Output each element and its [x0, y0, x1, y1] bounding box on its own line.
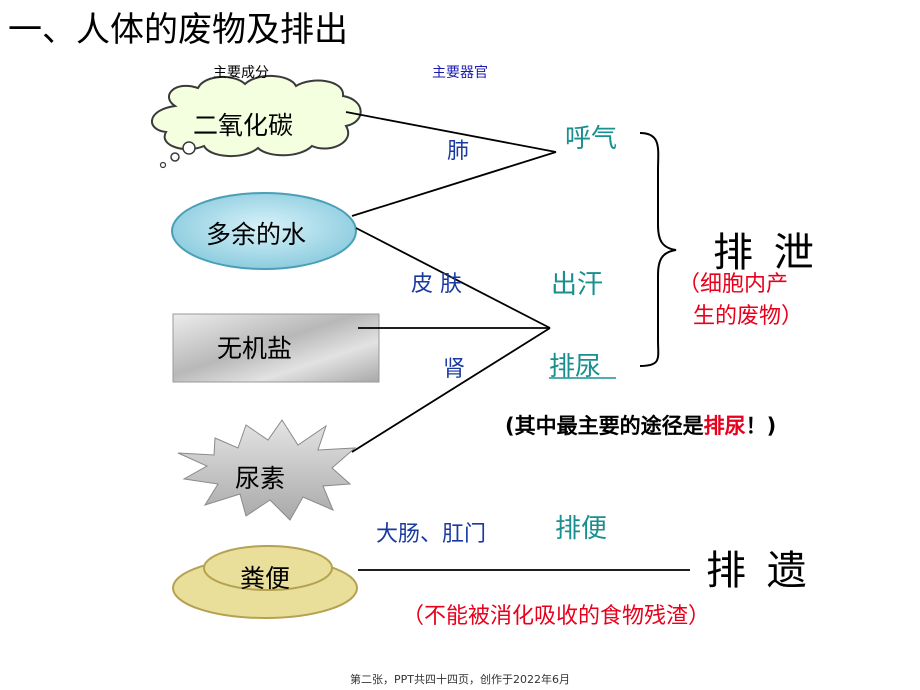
egestion-label: 排 遗	[706, 548, 811, 594]
header-components: 主要成分	[213, 65, 269, 81]
main-route-highlight: 排尿	[703, 414, 746, 438]
waste-co2: 二氧化碳	[193, 111, 294, 140]
waste-water: 多余的水	[206, 220, 307, 249]
feces-shape	[172, 545, 358, 619]
mode-urine: 排尿	[549, 352, 602, 382]
page-title: 一、人体的废物及排出	[8, 10, 348, 50]
waste-feces: 粪便	[240, 564, 291, 593]
excretion-note-line1: （细胞内产	[678, 272, 789, 297]
excretion-label: 排 泄	[713, 230, 818, 276]
egestion-note: （不能被消化吸收的食物残渣）	[402, 604, 711, 629]
header-organs: 主要器官	[432, 65, 488, 81]
waste-salt: 无机盐	[217, 334, 293, 363]
organ-kidney: 肾	[443, 357, 466, 382]
salt-shape	[172, 313, 380, 383]
organ-lung: 肺	[447, 139, 470, 164]
brace	[639, 132, 677, 367]
organ-skin: 皮 肤	[411, 272, 462, 297]
water-shape	[171, 192, 357, 270]
slide-footer: 第二张，PPT共四十四页，创作于2022年6月	[350, 673, 570, 686]
main-route-prefix: (其中最主要的途径是	[505, 414, 704, 438]
mode-breath: 呼气	[565, 124, 618, 154]
mode-sweat: 出汗	[551, 270, 604, 300]
urea-shape	[177, 419, 357, 521]
waste-urea: 尿素	[235, 464, 286, 493]
main-route-suffix: ！)	[745, 414, 777, 438]
organ-intestine: 大肠、肛门	[376, 522, 487, 547]
mode-defecate: 排便	[555, 514, 608, 544]
connector-lines	[345, 111, 690, 571]
main-route-note: (其中最主要的途径是排尿！)	[505, 410, 776, 440]
cloud-shape	[150, 75, 362, 169]
excretion-note-line2: 生的废物）	[693, 304, 804, 329]
